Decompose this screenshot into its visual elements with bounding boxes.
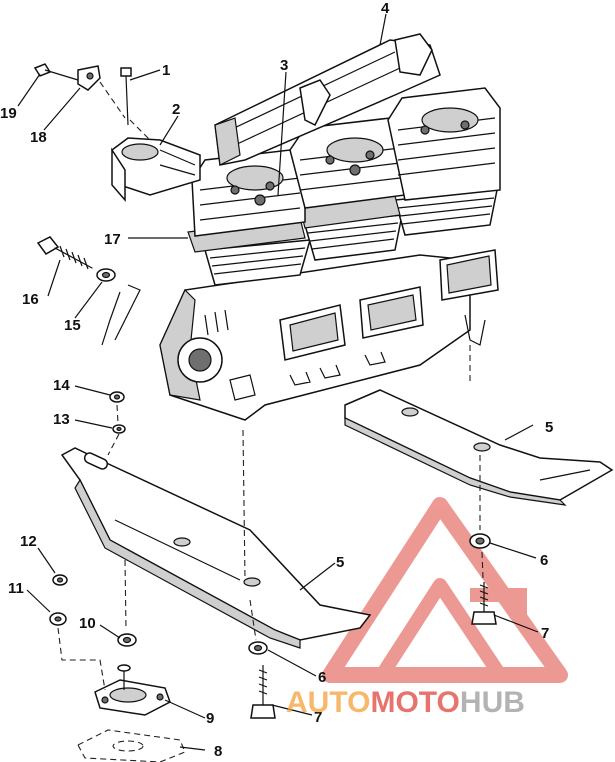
bolt-7-left <box>250 665 276 719</box>
callout-9: 9 <box>206 710 214 727</box>
washer-15 <box>96 268 116 282</box>
washer-13 <box>112 424 126 434</box>
callout-7-left: 7 <box>314 709 322 726</box>
callout-4: 4 <box>381 0 390 17</box>
callout-1: 1 <box>162 62 170 79</box>
washer-11 <box>49 612 67 626</box>
callout-14: 14 <box>53 377 70 394</box>
watermark-hub: HUB <box>460 686 525 719</box>
exhaust-manifold <box>214 33 441 166</box>
nut-14 <box>109 391 125 403</box>
bolt-7-right <box>471 582 497 625</box>
callout-2: 2 <box>172 101 180 118</box>
watermark-logo <box>322 497 568 683</box>
callout-8: 8 <box>214 743 222 760</box>
watermark-text: AUTOMOTOHUB <box>286 686 525 719</box>
callout-13: 13 <box>53 411 70 428</box>
callout-6-right: 6 <box>540 552 548 569</box>
callout-7-right: 7 <box>541 625 549 642</box>
callout-17: 17 <box>104 231 121 248</box>
washer-6-right <box>469 533 491 549</box>
callout-15: 15 <box>64 317 81 334</box>
bolt-and-bracket <box>33 63 101 91</box>
callout-6-left: 6 <box>318 669 326 686</box>
washer-6-left <box>248 641 268 655</box>
engine-block <box>159 249 499 421</box>
callout-3: 3 <box>280 57 288 74</box>
shim-8 <box>77 729 186 762</box>
rubber-mount-9 <box>94 664 171 716</box>
svg-text:AUTOMOTOHUB: AUTOMOTOHUB <box>286 686 525 719</box>
callout-12: 12 <box>20 533 37 550</box>
callout-18: 18 <box>30 129 47 146</box>
nut-12 <box>52 574 68 586</box>
cable-bracket <box>101 284 141 346</box>
washer-10 <box>117 633 137 647</box>
alignment-lines <box>57 81 484 691</box>
cylinder-heads <box>191 87 501 237</box>
bolt-16 <box>36 236 93 270</box>
leader-lines <box>17 13 539 751</box>
thermostat-housing <box>111 137 201 203</box>
engine-mount-plate-right <box>344 389 614 506</box>
callout-5-upper: 5 <box>545 419 553 436</box>
callout-10: 10 <box>79 615 96 632</box>
callout-5-lower: 5 <box>336 554 344 571</box>
callout-16: 16 <box>22 291 39 308</box>
watermark-auto: AUTO <box>286 686 370 719</box>
engine-mount-plate-left <box>60 447 372 649</box>
callout-11: 11 <box>8 580 24 597</box>
callout-19: 19 <box>0 105 17 122</box>
bolt-1 <box>120 67 132 126</box>
callout-labels: 1 2 3 4 5 5 6 6 7 7 8 9 10 11 12 13 14 1… <box>0 0 553 760</box>
watermark-moto: MOTO <box>370 686 459 719</box>
